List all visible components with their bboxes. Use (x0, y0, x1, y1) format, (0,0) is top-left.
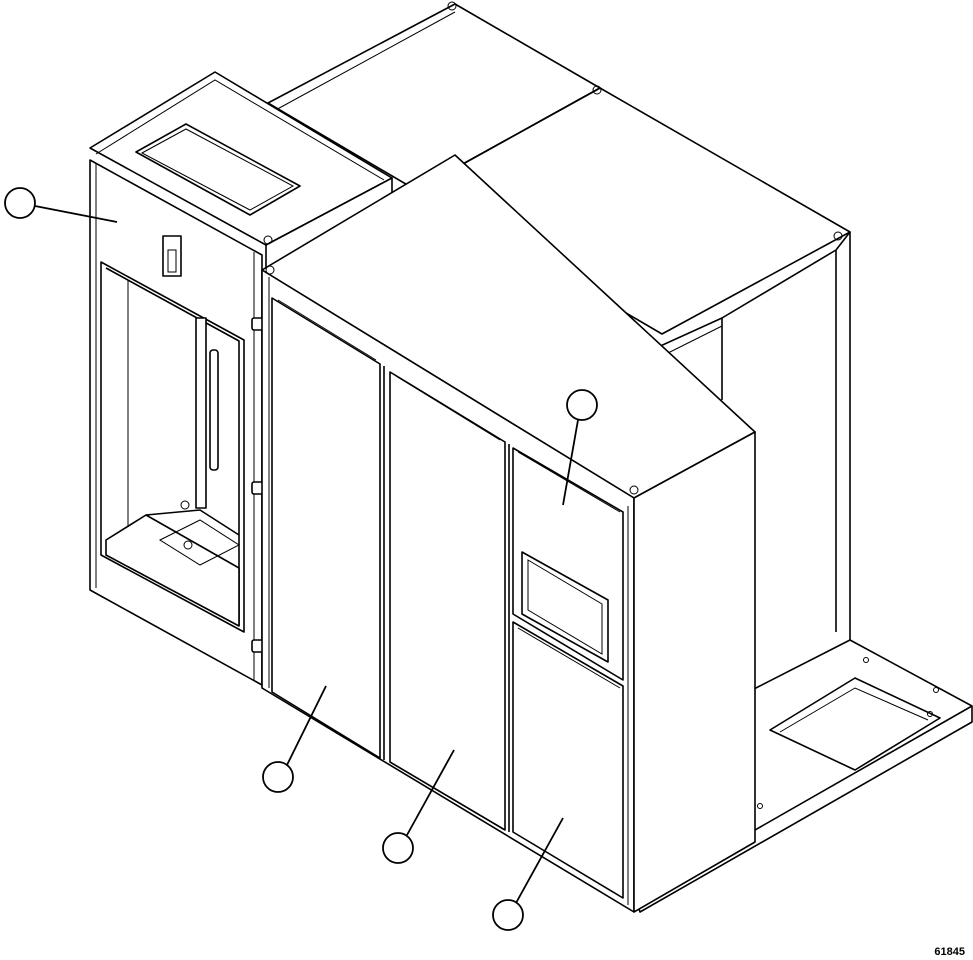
callout-left-panel (4, 187, 118, 223)
front-panel-left (271, 297, 381, 759)
left-cabinet (89, 71, 393, 686)
front-panel-center (389, 371, 506, 831)
callout-front-right-lower-panel (492, 817, 564, 931)
front-panel-separators (383, 366, 510, 832)
front-panel-right-upper (512, 447, 624, 681)
callout-front-left-panel (262, 685, 327, 793)
callout-right-upper-panel (562, 389, 598, 506)
front-panel-right-lower (512, 621, 624, 899)
figure-id-label: 61845 (934, 946, 965, 958)
rear-cabinet-section (267, 3, 851, 640)
callout-front-center-panel (382, 749, 455, 864)
